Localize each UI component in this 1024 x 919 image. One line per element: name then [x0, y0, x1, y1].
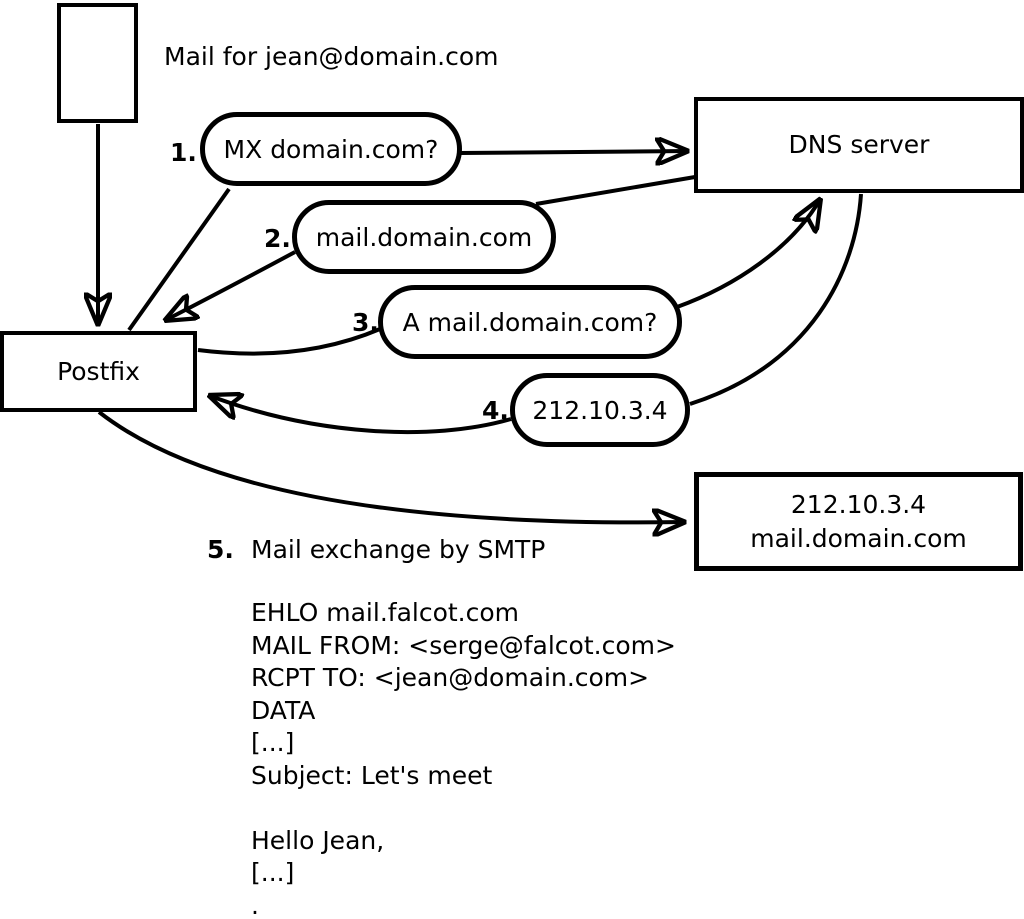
line-dns-to-mx-answer	[535, 175, 696, 206]
smtp-line-data: DATA	[251, 695, 316, 725]
postfix-label: Postfix	[57, 356, 140, 386]
step-number-3: 3.	[352, 308, 379, 337]
diagram-title: Mail for jean@domain.com	[164, 42, 499, 71]
smtp-line-ellipsis-1: [...]	[251, 728, 295, 757]
smtp-line-ehlo: EHLO mail.falcot.com	[251, 598, 520, 627]
step-number-5: 5.	[207, 535, 234, 564]
smtp-line-ellipsis-2: [...]	[251, 858, 295, 887]
smtp-line-end-dot: .	[251, 890, 259, 919]
line-postfix-to-a-query	[197, 327, 381, 356]
smtp-line-rcpt-to: RCPT TO: <jean@domain.com>	[251, 663, 650, 692]
arrow-postfix-to-mail-server	[97, 410, 686, 522]
arrow-a-query-to-dns	[676, 198, 821, 309]
a-answer-label: 212.10.3.4	[532, 395, 668, 425]
line-postfix-to-mx-query	[127, 187, 231, 332]
mx-query-label: MX domain.com?	[223, 134, 439, 164]
arrow-a-answer-to-postfix	[208, 395, 512, 435]
mx-query-pill: MX domain.com?	[200, 112, 462, 186]
mail-server-ip: 212.10.3.4	[790, 489, 927, 519]
mail-server-node: 212.10.3.4 mail.domain.com	[694, 472, 1023, 571]
mx-answer-label: mail.domain.com	[315, 222, 533, 252]
step-number-2: 2.	[264, 224, 291, 253]
envelope-node	[57, 3, 138, 123]
step-number-4: 4.	[482, 396, 509, 425]
arrow-mx-query-to-dns	[459, 151, 689, 153]
a-answer-pill: 212.10.3.4	[510, 373, 690, 447]
mx-answer-pill: mail.domain.com	[292, 200, 556, 274]
dns-server-node: DNS server	[694, 97, 1024, 193]
postfix-node: Postfix	[0, 331, 197, 412]
smtp-line-hello: Hello Jean,	[251, 825, 385, 855]
smtp-line-mail-from: MAIL FROM: <serge@falcot.com>	[251, 630, 676, 660]
smtp-exchange-label: Mail exchange by SMTP	[251, 535, 546, 564]
smtp-line-blank	[251, 792, 676, 825]
a-query-pill: A mail.domain.com?	[378, 285, 682, 359]
line-dns-to-a-answer	[689, 193, 863, 406]
smtp-line-subject: Subject: Let's meet	[251, 760, 493, 790]
mail-server-hostname: mail.domain.com	[750, 523, 967, 553]
a-query-label: A mail.domain.com?	[402, 307, 658, 337]
step-number-1: 1.	[170, 138, 197, 167]
smtp-session-block: EHLO mail.falcot.com MAIL FROM: <serge@f…	[251, 597, 676, 919]
arrow-mx-answer-to-postfix	[164, 250, 296, 321]
dns-server-label: DNS server	[788, 130, 930, 159]
